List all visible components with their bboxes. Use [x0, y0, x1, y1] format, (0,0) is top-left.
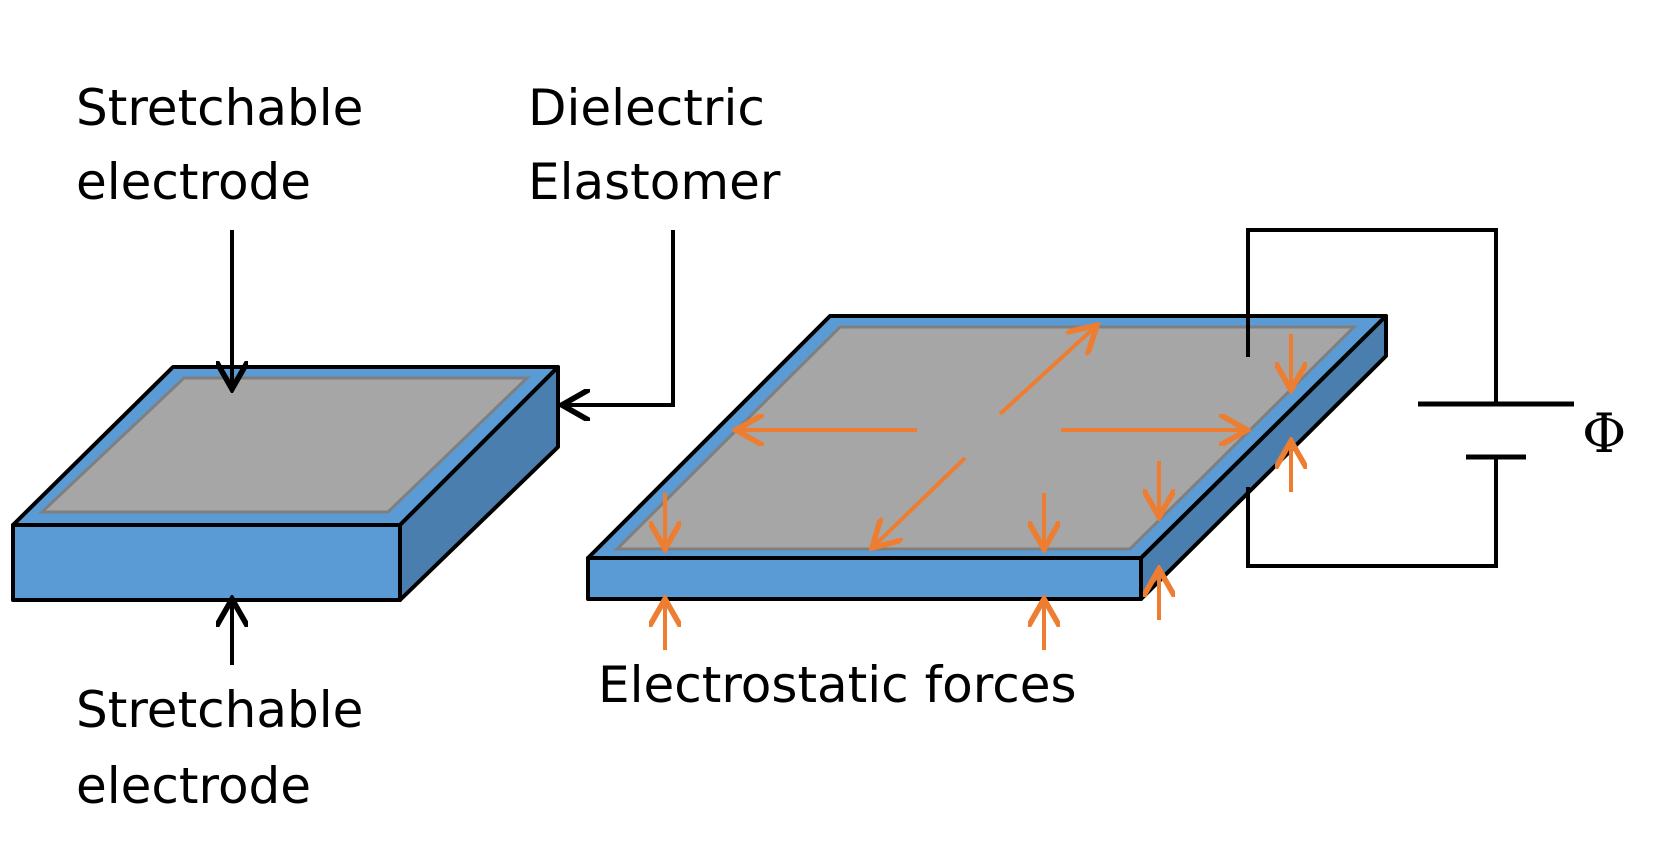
circuit-bottom-wire [1246, 457, 1498, 568]
bottom-electrode-label-line1: Stretchable [76, 681, 363, 739]
actuated-actuator [586, 314, 1388, 601]
circuit-top-wire [1246, 228, 1498, 404]
right-slab-front-face [586, 556, 1143, 601]
expansion-arrows [740, 328, 1243, 545]
top-electrode-label-line2: electrode [76, 153, 311, 211]
expansion-arrow-back [998, 328, 1094, 416]
left-top-electrode [38, 376, 531, 514]
voltage-phi-label: Φ [1582, 402, 1626, 465]
right-top-electrode [613, 325, 1358, 551]
compression-arrows-bottom [665, 445, 1291, 650]
top-electrode-label-line1: Stretchable [76, 79, 363, 137]
dielectric-label-line2: Elastomer [528, 153, 781, 211]
compression-arrows-top [665, 334, 1291, 545]
dielectric-label-line1: Dielectric [528, 79, 765, 137]
dielectric-pointer-arrow [566, 230, 675, 405]
left-slab-front-face [11, 523, 402, 602]
electrostatic-forces-label: Electrostatic forces [598, 656, 1077, 714]
unactuated-actuator [11, 365, 560, 602]
expansion-arrow-front [875, 456, 967, 545]
voltage-circuit [1246, 228, 1574, 568]
bottom-electrode-label-line2: electrode [76, 757, 311, 815]
